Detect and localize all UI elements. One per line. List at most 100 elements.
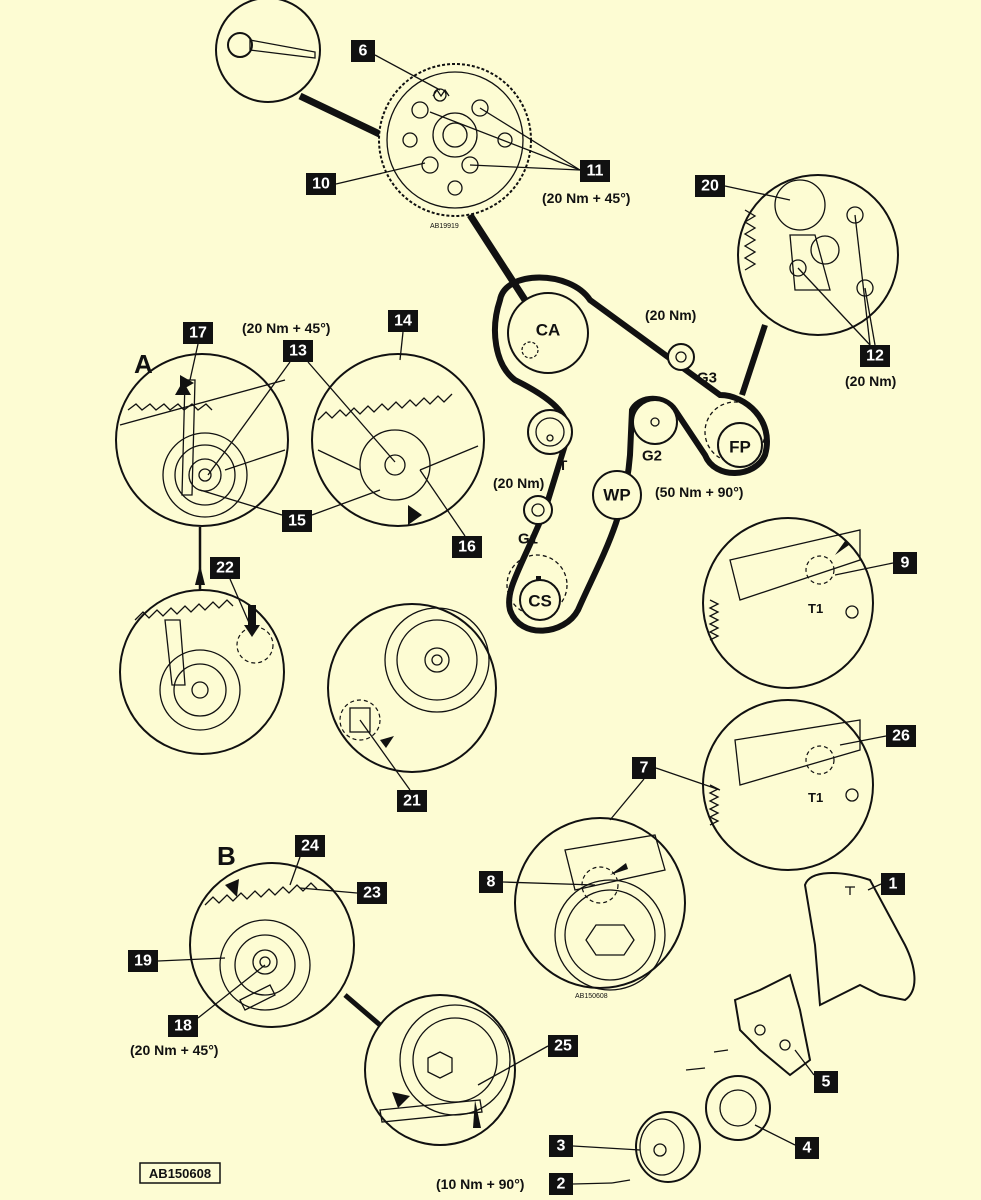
pulley-t: T [527, 409, 573, 473]
pulley-cs: CS [506, 554, 568, 621]
svg-text:2: 2 [557, 1176, 566, 1193]
callout-12: 12 (20 Nm) [797, 214, 896, 389]
callout-13: 13 [207, 340, 396, 476]
section-a-label: A [134, 349, 153, 379]
tensioner-detail-22 [119, 527, 285, 755]
cover-part-5 [733, 973, 812, 1077]
svg-text:15: 15 [288, 513, 306, 530]
callout-20: 20 [695, 175, 791, 201]
crank-pulley-3 [611, 1111, 701, 1184]
torque-g1: (20 Nm) [493, 475, 544, 491]
crank-sprocket-detail: AB150608 [514, 817, 686, 1000]
callout-15: 15 [199, 489, 381, 532]
fuel-pump-detail [737, 174, 899, 396]
svg-text:10: 10 [312, 176, 330, 193]
callout-19: 19 [128, 950, 226, 972]
pulley-fp-label: FP [729, 438, 751, 457]
callout-18: 18 [168, 964, 266, 1037]
callout-16: 16 [419, 469, 482, 558]
pulley-g3-label: G3 [697, 370, 717, 387]
callout-25: 25 [477, 1035, 578, 1086]
callout-8: 8 [479, 871, 596, 893]
torque-g3: (20 Nm) [645, 307, 696, 323]
torque-12: (20 Nm) [845, 373, 896, 389]
svg-text:16: 16 [458, 539, 476, 556]
callout-6: 6 [351, 40, 441, 91]
pulley-wp: WP [592, 470, 642, 520]
svg-text:4: 4 [803, 1140, 812, 1157]
pulley-g1: G1 [518, 495, 553, 548]
t1-detail-upper: T1 [702, 517, 874, 689]
svg-text:18: 18 [174, 1018, 192, 1035]
belt-routing: CA FP G3 T G2 WP [492, 274, 770, 634]
callout-3: 3 [549, 1135, 641, 1157]
svg-text:20: 20 [701, 178, 719, 195]
callout-2: 2 [549, 1173, 613, 1195]
svg-text:5: 5 [822, 1074, 831, 1091]
svg-text:9: 9 [901, 555, 910, 572]
t1-label-upper: T1 [808, 601, 823, 616]
tensioner-detail-b [189, 862, 382, 1028]
svg-text:12: 12 [866, 348, 884, 365]
svg-text:23: 23 [363, 885, 381, 902]
callout-17: 17 [183, 322, 213, 381]
figure-ref-box: AB150608 [139, 1162, 221, 1184]
callout-14: 14 [388, 310, 418, 361]
pulley-g2: G2 [632, 399, 678, 465]
torque-11: (20 Nm + 45°) [542, 190, 630, 206]
callout-1: 1 [867, 873, 905, 895]
svg-text:25: 25 [554, 1038, 572, 1055]
callout-5: 5 [794, 1049, 838, 1093]
t1-label-lower: T1 [808, 790, 823, 805]
tensioner-detail-a-left [115, 353, 289, 527]
svg-text:8: 8 [487, 874, 496, 891]
torque-18: (20 Nm + 45°) [130, 1042, 218, 1058]
pulley-t-label: T [559, 457, 568, 473]
callout-21: 21 [359, 719, 427, 812]
tensioner-detail-21 [327, 603, 497, 773]
svg-text:21: 21 [403, 793, 421, 810]
svg-text:22: 22 [216, 560, 234, 577]
svg-text:AB150608: AB150608 [149, 1166, 211, 1181]
camshaft-sprocket-detail [378, 63, 532, 302]
svg-text:3: 3 [557, 1138, 566, 1155]
torque-g2: (50 Nm + 90°) [655, 484, 743, 500]
cover-part-1 [803, 872, 916, 1007]
cover-part-4 [685, 1049, 771, 1141]
svg-text:7: 7 [640, 760, 649, 777]
callout-9: 9 [834, 552, 917, 576]
svg-text:19: 19 [134, 953, 152, 970]
pulley-ca-label: CA [536, 321, 561, 340]
section-b-label: B [217, 841, 236, 871]
callout-4: 4 [754, 1124, 819, 1159]
svg-text:1: 1 [889, 876, 898, 893]
pin-detail-circle [215, 0, 394, 144]
svg-text:11: 11 [587, 163, 604, 180]
pulley-g1-label: G1 [518, 531, 538, 548]
crank-ref: AB150608 [575, 993, 608, 1000]
svg-text:14: 14 [394, 313, 412, 330]
pulley-cs-label: CS [528, 592, 552, 611]
t1-detail-lower: T1 [702, 699, 874, 871]
callout-24: 24 [289, 835, 325, 886]
svg-text:17: 17 [189, 325, 207, 342]
callout-23: 23 [299, 882, 387, 904]
torque-2: (10 Nm + 90°) [436, 1176, 524, 1192]
pulley-ca: CA [507, 292, 589, 374]
callout-7: 7 [609, 757, 721, 821]
callout-11: 11 (20 Nm + 45°) [429, 107, 630, 206]
svg-text:6: 6 [359, 43, 368, 60]
tensioner-detail-a-right [311, 353, 485, 527]
pulley-g3: G3 [667, 343, 717, 387]
pulley-fp: FP [704, 401, 766, 468]
tensioner-detail-25 [364, 994, 516, 1146]
svg-text:26: 26 [892, 728, 910, 745]
callout-22: 22 [210, 557, 251, 626]
torque-13: (20 Nm + 45°) [242, 320, 330, 336]
svg-text:24: 24 [301, 838, 319, 855]
callout-26: 26 [839, 725, 916, 747]
pulley-wp-label: WP [603, 486, 630, 505]
sprocket-ref: AB19919 [430, 223, 459, 230]
svg-text:13: 13 [289, 343, 307, 360]
